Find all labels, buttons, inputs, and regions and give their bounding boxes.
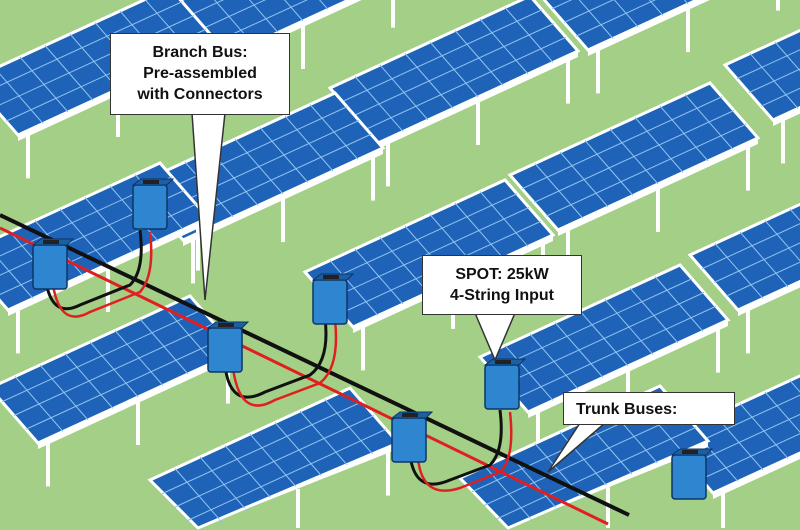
panel-frame	[38, 351, 238, 449]
branch-cable-red	[416, 411, 513, 492]
panel-grid	[495, 426, 697, 520]
inverter-boxes	[31, 178, 714, 500]
branch-cable	[43, 229, 143, 311]
panel-grid	[158, 120, 360, 213]
panel-grid	[319, 0, 329, 10]
solar-panel-row	[687, 202, 800, 354]
panel-grid	[185, 428, 387, 522]
panel-grid	[648, 0, 664, 16]
panel-frame	[378, 51, 578, 149]
panel-frame	[558, 138, 758, 236]
panel-grid	[613, 0, 639, 28]
spot-inverter-box	[670, 448, 714, 500]
panel-grid	[491, 278, 693, 372]
panel-grid	[533, 110, 735, 203]
panel-grid	[575, 0, 657, 37]
panel-grid	[173, 415, 375, 508]
panel-grid	[789, 380, 800, 393]
callout-text: Trunk Buses:	[576, 401, 678, 418]
spot-inverter-box	[311, 273, 355, 325]
panel-surface	[147, 386, 401, 530]
panel-grid	[700, 433, 800, 480]
panel-grid	[284, 0, 304, 22]
spot-inverter-box	[131, 178, 175, 230]
panel-grid	[515, 305, 717, 399]
panel-grid	[725, 261, 800, 297]
panel-grid	[178, 0, 267, 40]
panel-frame	[588, 0, 710, 56]
panel-grid	[161, 401, 363, 495]
panel-grid	[25, 336, 227, 430]
panel-grid	[545, 123, 747, 217]
cables	[0, 213, 630, 526]
branch-cable	[223, 317, 328, 399]
panel-grid	[341, 9, 543, 103]
callout-text: SPOT: 25kW	[455, 266, 549, 283]
panel-grid	[166, 0, 225, 27]
branch-cable-red	[50, 231, 153, 318]
panel-grid	[146, 106, 348, 200]
panel-grid	[676, 394, 800, 453]
panel-grid	[328, 207, 530, 300]
panel-grid	[521, 96, 723, 190]
panel-grid	[483, 413, 685, 506]
panel-surface	[542, 0, 701, 52]
trunk-cable-black	[0, 213, 630, 517]
panel-surface	[722, 28, 800, 122]
panel-grid	[701, 223, 800, 270]
spot-inverter-box	[206, 321, 250, 373]
spot-inverter-box	[483, 358, 527, 410]
panel-grid	[563, 0, 615, 23]
panel-grid	[688, 413, 800, 466]
panel-grid	[13, 323, 215, 416]
panel-grid	[353, 23, 555, 116]
panel-grid	[365, 36, 567, 130]
panel-grid	[789, 208, 800, 222]
panel-frame	[203, 0, 362, 73]
callout-text: 4-String Input	[450, 287, 554, 304]
callout-text: Pre-assembled	[143, 65, 257, 82]
branch-cable-red	[231, 319, 338, 407]
spot-inverter-box	[31, 238, 75, 290]
panel-grid	[316, 193, 518, 287]
panel-grid	[503, 292, 705, 385]
solar-panel-row	[542, 0, 780, 94]
callout-branch-bus: Branch Bus: Pre-assembled with Connector…	[110, 33, 290, 115]
panel-frame	[773, 107, 800, 126]
callout-tails	[191, 112, 606, 473]
panel-frame	[713, 452, 800, 499]
panel-frame	[183, 148, 383, 246]
panel-frame	[198, 443, 398, 528]
panel-grid	[0, 15, 195, 106]
panel-grid	[1, 309, 203, 403]
panel-grid	[760, 87, 800, 107]
panel-frame	[508, 441, 708, 528]
panel-grid	[736, 49, 800, 80]
solar-panel-row	[327, 0, 581, 187]
callout-trunk-buses: Trunk Buses:	[563, 392, 735, 425]
callout-spot-inverter: SPOT: 25kW 4-String Input	[422, 255, 582, 315]
panel-grid	[713, 242, 800, 283]
spot-inverter-box	[390, 411, 434, 463]
panel-grid	[0, 1, 183, 87]
panel-grid	[748, 68, 800, 93]
panel-frame	[738, 281, 800, 316]
branch-cable	[408, 409, 503, 486]
panel-surface	[687, 202, 800, 312]
solar-panel-row	[507, 81, 761, 274]
solar-panel-row	[722, 28, 800, 164]
callout-text: with Connectors	[137, 86, 263, 103]
solar-panel-row	[147, 386, 401, 530]
callout-text: Branch Bus:	[152, 44, 248, 61]
